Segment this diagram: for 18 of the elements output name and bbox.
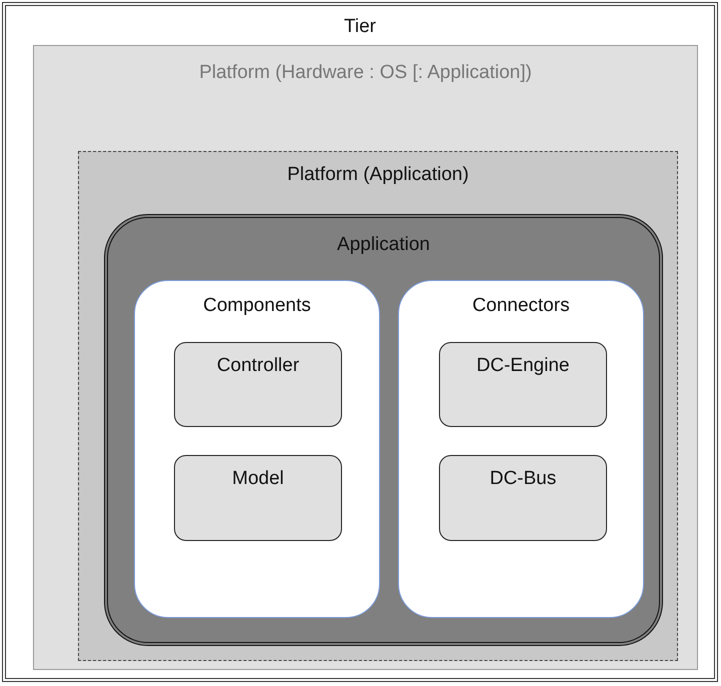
box-title: Controller	[216, 355, 300, 377]
box-title: Connectors	[472, 295, 570, 317]
module-box	[439, 455, 607, 541]
box-title: Model	[232, 468, 284, 490]
box-title: Platform (Application)	[287, 164, 469, 186]
box-title: Components	[203, 295, 311, 317]
box-title: DC-Engine	[476, 355, 570, 377]
application-panel	[104, 214, 663, 646]
module-box	[439, 342, 607, 427]
module-box	[174, 342, 342, 427]
group-card	[398, 280, 644, 618]
box-title: Tier	[344, 16, 376, 38]
box-title: Application	[337, 234, 430, 256]
box-title: DC-Bus	[490, 468, 556, 490]
module-box	[174, 455, 342, 541]
group-card	[134, 280, 380, 618]
box-title: Platform (Hardware : OS [: Application])	[199, 62, 532, 84]
platform-panel	[78, 151, 678, 661]
